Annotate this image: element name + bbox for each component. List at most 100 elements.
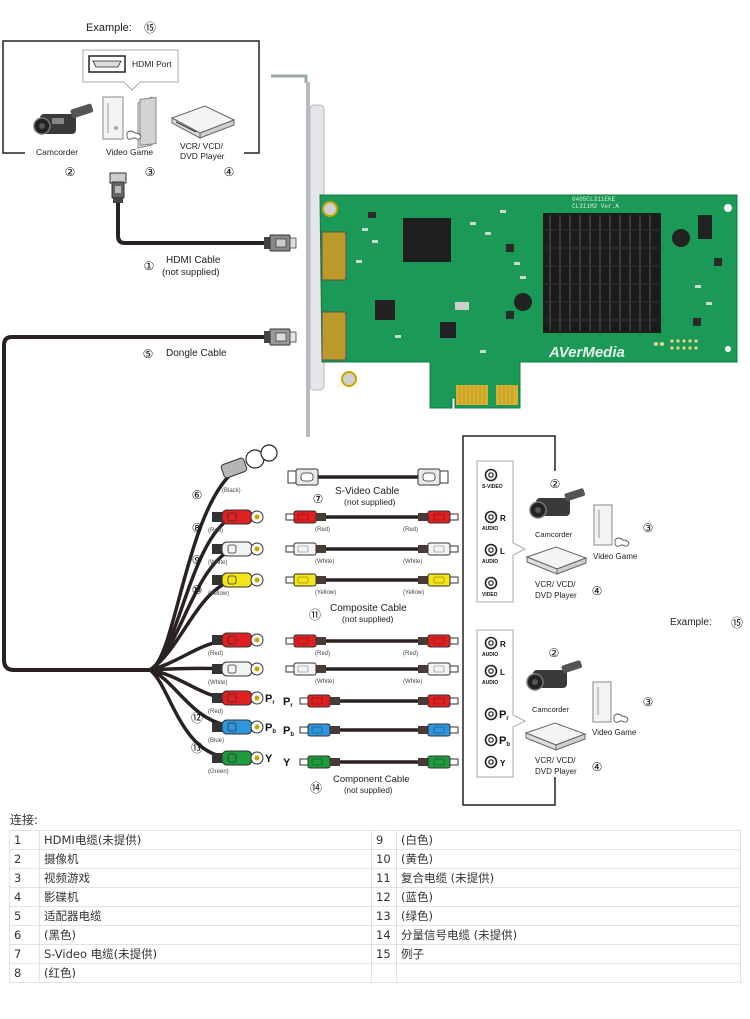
legend-row: 8(红色) (9, 963, 741, 983)
jumper-header (654, 339, 698, 350)
port-sub-label: S-VIDEO (482, 484, 503, 490)
legend-number: 15 (371, 944, 397, 964)
card-bracket (306, 82, 310, 437)
dongle-connector: (Red)⑧ (192, 509, 264, 535)
legend-number: 14 (371, 925, 397, 945)
dongle-color-label: (Red) (208, 651, 223, 657)
legend-number: 3 (9, 868, 40, 888)
legend-text: (黄色) (396, 849, 741, 869)
composite-cable-note: (not supplied) (342, 614, 394, 624)
dongle-plug-card-icon (264, 328, 297, 346)
right-video-game-number-a: ③ (643, 521, 654, 535)
dvd-player-icon (524, 722, 587, 751)
port-tag: R (500, 640, 506, 649)
dongle-connector-number: ⑥ (192, 488, 203, 502)
dongle-color-label: (White) (208, 680, 227, 686)
legend-number: 13 (371, 906, 397, 926)
hdmi-port-callout: HDMI Port (82, 49, 179, 91)
rca-cables: (Red)(Red)(White)(White)(Yellow)(Yellow)… (283, 510, 459, 769)
composite-cable-number: ⑪ (309, 608, 321, 622)
av-port: Y (484, 755, 506, 769)
camcorder-icon (33, 103, 94, 135)
av-port: VIDEO (482, 576, 498, 598)
camcorder-icon (529, 488, 585, 519)
video-game-console-icon (592, 681, 629, 723)
svideo-plug-left-icon (287, 468, 319, 486)
top-camcorder-number: ② (65, 165, 76, 179)
dongle-connector: (Red) (208, 632, 264, 657)
screw-icon (341, 371, 357, 387)
screw-icon (322, 201, 338, 217)
dongle-connectors: (Black)⑥(Red)⑧(White)⑨(Yellow)⑩(Red)(Whi… (191, 444, 278, 775)
cable-end-color-label: (Red) (315, 527, 330, 533)
legend-text: (黑色) (39, 925, 372, 945)
component-tag-label: Pb (265, 722, 276, 735)
legend-number: 12 (371, 887, 397, 907)
dongle-connector-number: ⑫ (191, 711, 203, 725)
connection-diagram: Example: ⑮ HDMI Port Camcorder ② (2, 21, 743, 806)
cable-end-color-label: (White) (403, 679, 422, 685)
right-camcorder-number-b: ② (549, 646, 560, 660)
dongle-connector-number: ⑩ (192, 583, 203, 597)
port-tag: L (500, 668, 505, 677)
top-example-frame (2, 40, 260, 154)
port-sub-label: AUDIO (482, 680, 498, 686)
port-tag: Y (500, 759, 506, 768)
right-video-game-label-b: Video Game (592, 728, 637, 737)
dongle-connector-number: ⑧ (192, 521, 203, 535)
composite-cable-label: Composite Cable (330, 603, 407, 614)
composite-cable-wire: (Red)(Red) (285, 510, 459, 533)
pcie-gold-fingers-b (496, 385, 518, 405)
composite-cable-caption: ⑪ Composite Cable (not supplied) (309, 603, 407, 624)
cable-end-color-label: (White) (315, 679, 334, 685)
hdmi-cable-note: (not supplied) (162, 267, 220, 278)
cable-end-color-label: (White) (403, 559, 422, 565)
legend-text: (白色) (396, 830, 741, 850)
dongle-connector: (Green)Y⑬ (191, 741, 273, 775)
legend-text: 例子 (396, 944, 741, 964)
legend-text: 视频游戏 (39, 868, 372, 888)
right-player-label-b2: DVD Player (535, 767, 577, 776)
right-video-game-label-a: Video Game (593, 552, 638, 561)
video-game-console-icon (102, 96, 157, 149)
legend-text: 摄像机 (39, 849, 372, 869)
hdmi-cable-label: HDMI Cable (166, 255, 221, 266)
pcb-silk-model: 0405CL311EKE (572, 196, 616, 203)
legend-text: S-Video 电缆(未提供) (39, 944, 372, 964)
right-camcorder-number-a: ② (550, 477, 561, 491)
legend-text: HDMI电缆(未提供) (39, 830, 372, 850)
legend-number: 5 (9, 906, 40, 926)
right-camcorder-label-b: Camcorder (532, 705, 570, 714)
top-example-group: Example: ⑮ HDMI Port Camcorder ② (2, 21, 260, 179)
av-port: Pb (484, 733, 510, 748)
audio-cable-wire: (Red)(Red) (285, 634, 459, 657)
audio-cable-wire: (White) (White) (285, 662, 459, 685)
dongle-connector: (Yellow)⑩ (192, 572, 264, 597)
camcorder-icon (526, 660, 582, 691)
legend-number: 6 (9, 925, 40, 945)
right-video-game-number-b: ③ (643, 695, 654, 709)
svideo-pin-icon (260, 444, 278, 462)
port-sub-label: AUDIO (482, 526, 498, 532)
card-hdmi-in-port (321, 231, 347, 281)
right-player-label-a1: VCR/ VCD/ (535, 580, 576, 589)
legend-text: 适配器电缆 (39, 906, 372, 926)
avermedia-logo: AVerMedia (548, 344, 625, 361)
right-example-frame (462, 435, 556, 806)
svideo-cable-note: (not supplied) (344, 497, 396, 507)
dongle-connector-number: ⑬ (191, 741, 203, 755)
capture-card: 0405CL311EKE CL311M2 Ver.A AVerMedia (271, 74, 738, 437)
cable-end-color-label: (White) (315, 559, 334, 565)
dongle-cable: ⑤ Dongle Cable (2, 328, 297, 672)
component-cable-wire: Pr (283, 694, 459, 709)
svideo-cable: ⑦ S-Video Cable (not supplied) (287, 468, 449, 507)
svideo-cable-label: S-Video Cable (335, 486, 400, 497)
legend-number: 4 (9, 887, 40, 907)
dongle-connector: (Black)⑥ (192, 444, 278, 502)
